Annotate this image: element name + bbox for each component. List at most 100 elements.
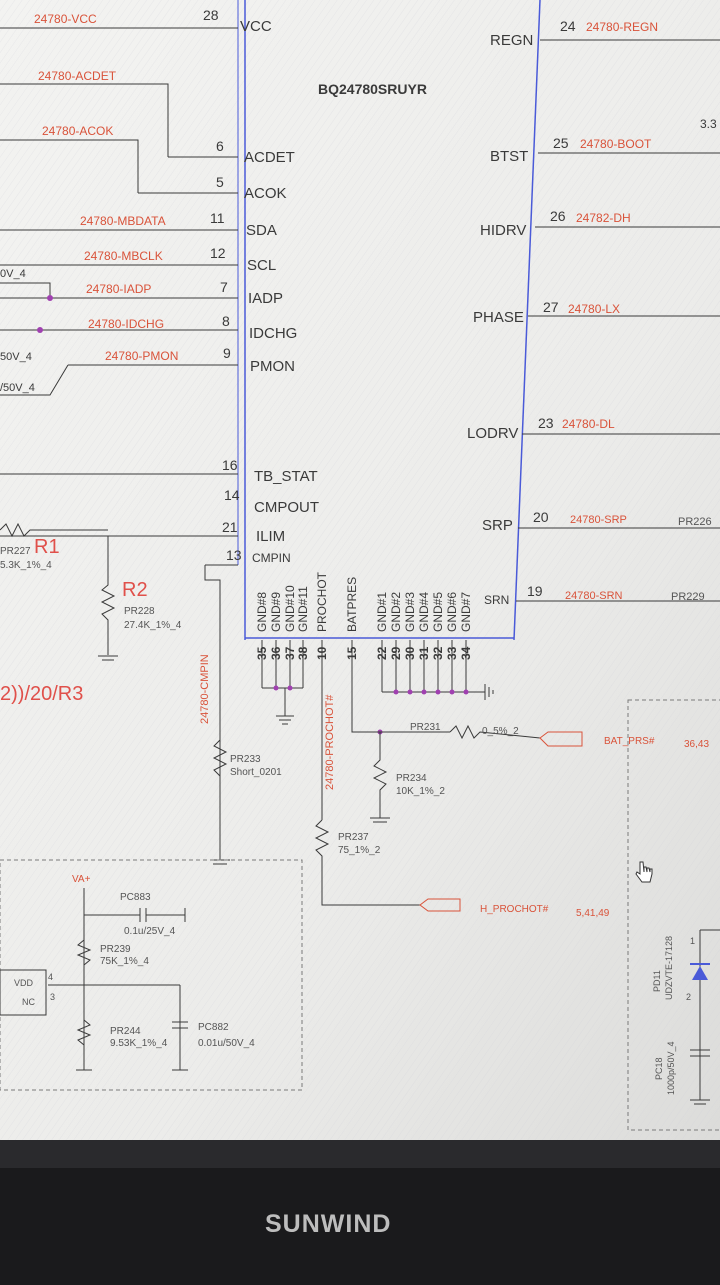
svg-text:24780-IDCHG: 24780-IDCHG: [88, 317, 164, 331]
svg-text:PR227: PR227: [0, 546, 31, 557]
svg-text:PC18: PC18: [654, 1057, 664, 1080]
pin-hidrv: HIDRV 26 24782-DH: [480, 208, 631, 239]
svg-text:BTST: BTST: [490, 148, 528, 165]
svg-text:24780-BOOT: 24780-BOOT: [580, 137, 652, 151]
svg-text:24780-SRP: 24780-SRP: [570, 514, 627, 526]
pin-acok: 5 ACOK 24780-ACOK: [42, 124, 287, 202]
svg-text:24780-VCC: 24780-VCC: [34, 12, 97, 26]
hand-cursor-icon: [635, 861, 653, 883]
pin-sda: 11 SDA 24780-MBDATA: [80, 210, 277, 239]
svg-text:24780-SRN: 24780-SRN: [565, 590, 623, 602]
svg-text:20: 20: [533, 509, 549, 525]
svg-text:PHASE: PHASE: [473, 309, 524, 326]
ic-part-number: BQ24780SRUYR: [318, 81, 427, 97]
svg-text:PR244: PR244: [110, 1026, 141, 1037]
pin-acdet: 6 ACDET 24780-ACDET: [38, 69, 295, 166]
svg-text:IDCHG: IDCHG: [249, 325, 297, 342]
bottom-pin-name: GND#1: [375, 592, 389, 632]
svg-text:4: 4: [48, 972, 53, 982]
svg-text:0_5%_2: 0_5%_2: [482, 726, 519, 737]
svg-text:24780-ACOK: 24780-ACOK: [42, 124, 113, 138]
bottom-pin-name: GND#7: [459, 592, 473, 632]
svg-text:27.4K_1%_4: 27.4K_1%_4: [124, 620, 182, 631]
monitor-brand-logo: SUNWIND: [265, 1210, 391, 1238]
svg-text:11: 11: [210, 210, 225, 226]
svg-text:23: 23: [538, 415, 554, 431]
svg-text:CMPOUT: CMPOUT: [254, 499, 319, 516]
pin-idchg: 8 IDCHG 24780-IDCHG: [88, 313, 297, 342]
svg-text:7: 7: [220, 279, 228, 295]
bottom-pin-name: GND#10: [283, 585, 297, 632]
pin-tb-stat: 16 TB_STAT: [222, 457, 318, 485]
svg-text:TB_STAT: TB_STAT: [254, 468, 318, 485]
handwritten-r1: R1: [34, 536, 60, 558]
svg-text:Short_0201: Short_0201: [230, 767, 282, 778]
handwritten-r2: R2: [122, 579, 148, 601]
pin-lodrv: LODRV 23 24780-DL: [467, 415, 615, 442]
svg-text:27: 27: [543, 299, 559, 315]
bottom-pin-name: GND#11: [296, 586, 310, 632]
svg-text:PR231: PR231: [410, 722, 441, 733]
bottom-pin-name: GND#6: [445, 592, 459, 632]
pin-cmpin: 13 CMPIN: [226, 547, 291, 565]
svg-text:28: 28: [203, 7, 219, 23]
svg-text:VCC: VCC: [240, 18, 272, 35]
svg-text:24780-REGN: 24780-REGN: [586, 20, 658, 34]
pin-btst: BTST 25 24780-BOOT: [490, 135, 652, 165]
svg-text:3: 3: [50, 992, 55, 1002]
svg-text:UDZVTE-17128: UDZVTE-17128: [664, 936, 674, 1000]
ic-body: [237, 0, 541, 641]
svg-text:PC882: PC882: [198, 1022, 229, 1033]
svg-text:21: 21: [222, 519, 238, 535]
handwritten-r3: 2))/20/R3: [0, 683, 83, 705]
zener-diode-block: 1 2 PD11 UDZVTE-17128 PC18 1000p/50V_4: [627, 699, 720, 1131]
svg-text:24780-CMPIN: 24780-CMPIN: [199, 654, 211, 724]
svg-text:PR228: PR228: [124, 606, 155, 617]
left-fragment-1: 0V_4: [0, 268, 26, 280]
bottom-pin-name: GND#3: [403, 592, 417, 632]
svg-text:24780-PROCHOT#: 24780-PROCHOT#: [324, 694, 336, 790]
svg-text:VA+: VA+: [72, 874, 91, 885]
svg-text:5: 5: [216, 174, 224, 190]
svg-text:24780-ACDET: 24780-ACDET: [38, 69, 117, 83]
svg-text:2: 2: [686, 992, 691, 1002]
svg-text:19: 19: [527, 583, 543, 599]
pin-vcc: 28 VCC 24780-VCC: [34, 7, 272, 35]
pin-pmon: 9 PMON 24780-PMON: [105, 345, 295, 375]
svg-text:ACDET: ACDET: [244, 149, 295, 166]
prochot-net: 24780-PROCHOT# PR237 75_1%_2 H_PROCHOT# …: [314, 640, 610, 919]
svg-text:REGN: REGN: [490, 32, 533, 49]
batpres-net: PR231 0_5%_2 BAT_PRS# 36,43 PR234 10K_1%…: [351, 640, 709, 823]
svg-text:BAT_PRS#: BAT_PRS#: [604, 736, 655, 747]
svg-text:8: 8: [222, 313, 230, 329]
voltage-divider-block: VA+ PC883 0.1u/25V_4 PR239 75K_1%_4 PR24…: [0, 859, 303, 1091]
svg-text:SRN: SRN: [484, 593, 509, 607]
svg-text:24780-IADP: 24780-IADP: [86, 282, 151, 296]
left-pins: 28 VCC 24780-VCC 6 ACDET 24780-ACDET 5 A…: [34, 7, 319, 565]
left-fragment-2: 50V_4: [0, 351, 32, 363]
svg-text:24780-PMON: 24780-PMON: [105, 349, 178, 363]
pin-phase: PHASE 27 24780-LX: [473, 299, 620, 326]
svg-text:PR233: PR233: [230, 754, 261, 765]
svg-text:ACOK: ACOK: [244, 185, 287, 202]
svg-text:26: 26: [550, 208, 566, 224]
svg-text:13: 13: [226, 547, 242, 563]
resistor-pr227: PR227 5.3K_1%_4: [0, 522, 108, 571]
svg-text:ILIM: ILIM: [256, 528, 285, 545]
svg-text:PC883: PC883: [120, 892, 151, 903]
svg-text:SDA: SDA: [246, 222, 277, 239]
pin-regn: REGN 24 24780-REGN: [490, 18, 658, 49]
svg-text:0.01u/50V_4: 0.01u/50V_4: [198, 1038, 255, 1049]
svg-text:25: 25: [553, 135, 569, 151]
bottom-pin-name: GND#8: [255, 592, 269, 632]
svg-text:5,41,49: 5,41,49: [576, 908, 610, 919]
svg-text:IADP: IADP: [248, 290, 283, 307]
bottom-pin-name: GND#4: [417, 592, 431, 632]
svg-text:9.53K_1%_4: 9.53K_1%_4: [110, 1038, 168, 1049]
svg-text:PR234: PR234: [396, 773, 427, 784]
svg-text:VDD: VDD: [14, 978, 34, 988]
svg-text:LODRV: LODRV: [467, 425, 518, 442]
svg-text:SRP: SRP: [482, 517, 513, 534]
svg-text:6: 6: [216, 138, 224, 154]
svg-text:10K_1%_2: 10K_1%_2: [396, 786, 445, 797]
